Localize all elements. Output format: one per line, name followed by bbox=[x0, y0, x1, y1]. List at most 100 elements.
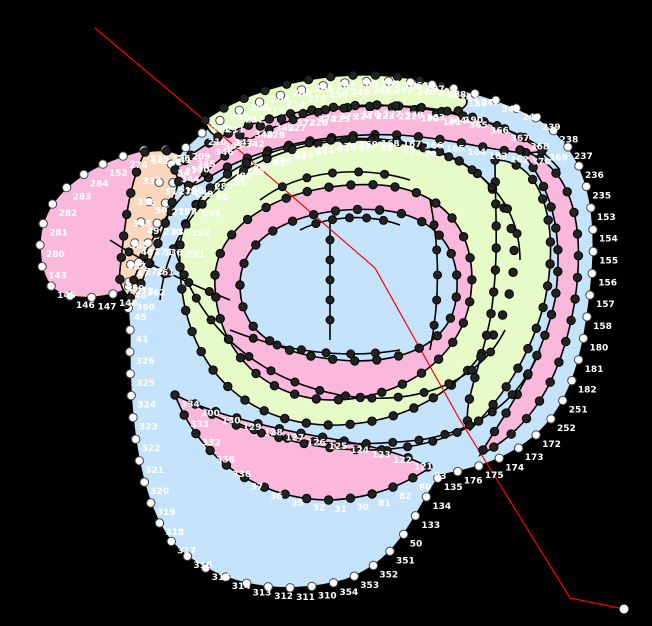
vertex-node bbox=[311, 219, 321, 229]
vertex-label: 236 bbox=[585, 171, 604, 181]
vertex-label: 210 bbox=[208, 138, 227, 148]
vertex-label: 281 bbox=[49, 229, 68, 239]
vertex-node bbox=[368, 180, 378, 190]
vertex-node bbox=[249, 425, 259, 435]
vertex-node bbox=[414, 435, 424, 445]
vertex-node bbox=[219, 103, 229, 113]
vertex-node bbox=[542, 281, 553, 291]
vertex-node bbox=[512, 229, 522, 239]
vertex-label: 189 bbox=[468, 99, 487, 109]
vertex-label: 135 bbox=[444, 483, 463, 493]
vertex-node bbox=[179, 270, 189, 280]
vertex-node bbox=[377, 387, 387, 397]
vertex-node bbox=[190, 399, 200, 409]
vertex-node bbox=[131, 167, 142, 177]
vertex-label: 166 bbox=[424, 142, 443, 152]
vertex-node bbox=[79, 169, 89, 180]
vertex-node bbox=[486, 347, 496, 357]
vertex-node bbox=[160, 218, 171, 228]
vertex-node bbox=[240, 395, 250, 405]
vertex-node bbox=[588, 224, 598, 235]
vertex-node bbox=[409, 403, 419, 413]
vertex-label: 121 bbox=[414, 463, 433, 473]
vertex-label: 60 bbox=[216, 193, 229, 203]
vertex-node bbox=[108, 289, 118, 299]
vertex-label: 176 bbox=[464, 477, 483, 487]
vertex-node bbox=[134, 456, 145, 466]
vertex-node bbox=[399, 529, 409, 539]
vertex-node bbox=[532, 350, 542, 361]
vertex-label: 325 bbox=[136, 379, 155, 389]
vertex-node bbox=[514, 443, 524, 453]
vertex-node bbox=[303, 74, 314, 85]
vertex-node bbox=[551, 168, 561, 178]
vertex-node bbox=[234, 105, 245, 116]
vertex-label: 157 bbox=[596, 300, 615, 310]
vertex-node bbox=[367, 416, 377, 426]
vertex-node bbox=[259, 482, 269, 492]
vertex-label: 47 bbox=[137, 270, 150, 280]
vertex-node bbox=[213, 132, 223, 142]
vertex-node bbox=[211, 292, 221, 302]
vertex-node bbox=[287, 216, 298, 226]
vertex-label: 208 bbox=[359, 80, 378, 90]
vertex-label: 247 bbox=[395, 86, 414, 96]
vertex-node bbox=[491, 95, 501, 105]
vertex-node bbox=[136, 278, 146, 289]
vertex-label: 205 bbox=[293, 89, 312, 99]
vertex-node bbox=[436, 80, 447, 91]
vertex-node bbox=[274, 424, 285, 434]
vertex-label: 385 bbox=[133, 219, 152, 229]
vertex-node bbox=[296, 345, 306, 355]
vertex-node bbox=[196, 346, 206, 357]
vertex-label: 36 bbox=[270, 492, 283, 502]
vertex-node bbox=[569, 207, 579, 218]
vertex-node bbox=[325, 255, 335, 265]
vertex-node bbox=[435, 134, 445, 145]
vertex-label: 275 bbox=[150, 155, 169, 165]
vertex-node bbox=[248, 333, 258, 343]
vertex-node bbox=[301, 418, 311, 428]
vertex-label: 377 bbox=[383, 110, 402, 120]
vertex-node bbox=[309, 210, 319, 220]
vertex-label: 348 bbox=[255, 130, 274, 140]
vertex-node bbox=[139, 251, 149, 261]
vertex-node bbox=[177, 284, 187, 294]
vertex-node bbox=[554, 357, 564, 367]
vertex-node bbox=[467, 165, 477, 175]
vertex-node bbox=[235, 280, 245, 290]
vertex-node bbox=[170, 390, 180, 400]
vertex-node bbox=[527, 174, 538, 185]
vertex-node bbox=[191, 428, 201, 439]
vertex-node bbox=[326, 71, 336, 82]
vertex-label: 285 bbox=[295, 150, 314, 160]
vertex-label: 143 bbox=[48, 272, 67, 282]
vertex-label: 287 bbox=[253, 163, 272, 173]
vertex-node bbox=[489, 442, 499, 452]
vertex-node bbox=[47, 199, 58, 209]
vertex-node bbox=[281, 79, 292, 89]
vertex-node bbox=[281, 193, 291, 203]
vertex-node bbox=[280, 413, 290, 424]
vertex-node bbox=[585, 290, 595, 300]
vertex-node bbox=[515, 145, 525, 155]
vertex-node bbox=[478, 445, 488, 455]
vertex-node bbox=[215, 314, 225, 324]
vertex-node bbox=[567, 375, 577, 386]
vertex-node bbox=[531, 323, 541, 333]
vertex-node bbox=[523, 369, 533, 379]
vertex-node bbox=[182, 551, 193, 561]
vertex-node bbox=[572, 272, 583, 283]
vertex-label: 235 bbox=[592, 191, 611, 201]
vertex-label: 46 bbox=[135, 291, 148, 301]
vertex-label: 239 bbox=[542, 123, 561, 133]
vertex-node bbox=[538, 194, 548, 204]
vertex-label: 225 bbox=[331, 115, 350, 125]
vertex-label: 207 bbox=[337, 82, 356, 92]
vertex-node bbox=[345, 213, 354, 223]
vertex-node bbox=[393, 351, 404, 361]
vertex-label: 202 bbox=[230, 113, 249, 123]
vertex-label: 222 bbox=[398, 113, 417, 123]
vertex-node bbox=[581, 181, 592, 192]
vertex-node bbox=[277, 182, 287, 192]
